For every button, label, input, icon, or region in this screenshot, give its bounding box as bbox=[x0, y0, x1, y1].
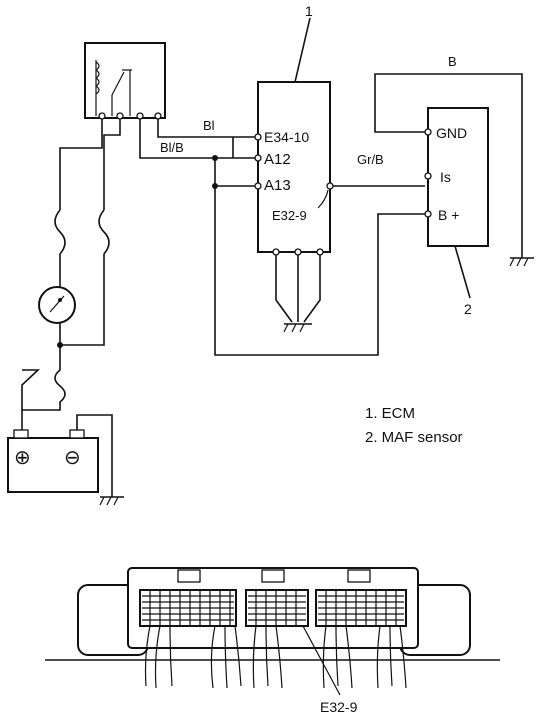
battery-plus-symbol: ⊕ bbox=[14, 447, 31, 469]
wire-color-bl: Bl bbox=[203, 118, 215, 133]
wire-color-b: B bbox=[448, 54, 457, 69]
wire-color-gr-b: Gr/B bbox=[357, 152, 384, 167]
maf-terminal-gnd: GND bbox=[436, 125, 467, 141]
ecm-terminal-e32-9: E32-9 bbox=[272, 208, 307, 223]
connector-label-e32-9: E32-9 bbox=[320, 699, 358, 715]
main-relay bbox=[84, 42, 166, 120]
maf-terminal-is: Is bbox=[440, 169, 451, 185]
legend-item-maf-sensor: 2. MAF sensor bbox=[365, 429, 463, 446]
battery: ⊕ ⊖ bbox=[7, 414, 124, 506]
maf-ground-icon bbox=[509, 257, 534, 267]
maf-callout-number: 2 bbox=[464, 301, 472, 317]
battery-ground-icon bbox=[99, 496, 124, 506]
ecm-box bbox=[254, 81, 334, 333]
battery-minus-symbol: ⊖ bbox=[64, 447, 81, 469]
ecm-ground-icon bbox=[283, 323, 312, 333]
ecm-terminal-e34-10: E34-10 bbox=[264, 129, 309, 145]
legend-item-ecm: 1. ECM bbox=[365, 405, 415, 422]
maf-sensor-box bbox=[424, 107, 489, 247]
maf-terminal-b-plus: B + bbox=[438, 207, 459, 223]
ignition-switch bbox=[38, 264, 76, 348]
ecm-terminal-a12: A12 bbox=[264, 151, 291, 168]
ecm-connector-view bbox=[45, 567, 500, 696]
ecm-terminal-a13: A13 bbox=[264, 177, 291, 194]
ecm-callout-number: 1 bbox=[305, 3, 313, 19]
wire-color-bl-b: Bl/B bbox=[160, 140, 184, 155]
